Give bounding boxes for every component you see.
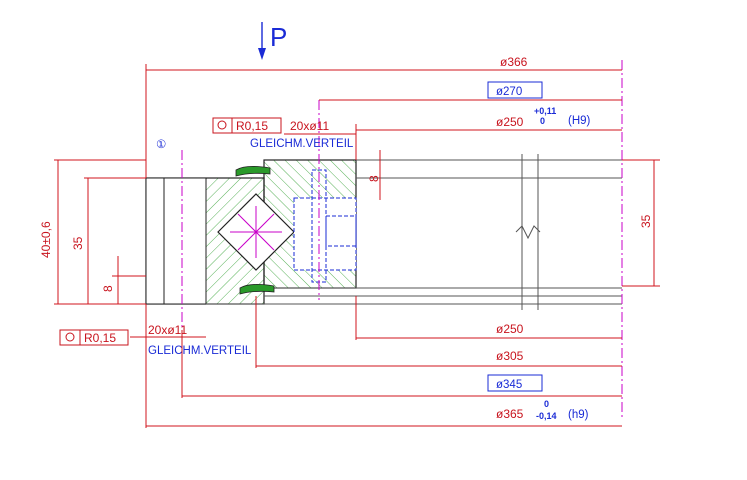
top-hole-distribution: GLEICHM.VERTEIL: [250, 138, 354, 150]
bottom-hole-pattern: 20xø11: [148, 323, 187, 337]
left-height-dimensions: 40±0,6 35 8: [39, 159, 146, 305]
marker-1: ①: [156, 139, 166, 151]
dim-250-bottom: ø250: [496, 322, 524, 336]
dim-270: ø270: [496, 86, 522, 98]
dim-366: ø366: [500, 55, 528, 69]
tol-upper: +0,11: [534, 106, 556, 116]
upper-seal: [235, 166, 271, 177]
bottom-position-tol: R0,15: [84, 331, 116, 345]
top-hole-pattern: 20xø11: [290, 119, 329, 133]
dim-left-35: 35: [71, 236, 85, 250]
dim-305: ø305: [496, 349, 524, 363]
load-label: P: [270, 22, 287, 52]
tol-lower: 0: [540, 116, 545, 126]
dim-345: ø345: [496, 379, 522, 391]
right-height-dimensions: 35 8: [367, 150, 660, 287]
tol365-upper: 0: [544, 399, 549, 409]
dim-right-8: 8: [367, 175, 381, 182]
dim-250-top: ø250: [496, 115, 524, 129]
dim-right-35: 35: [639, 214, 653, 228]
bottom-hole-callout: R0,15 20xø11 GLEICHM.VERTEIL: [59, 323, 252, 357]
dim-365: ø365: [496, 407, 524, 421]
tol365-lower: -0,14: [536, 411, 557, 421]
dim-overall-height: 40±0,6: [39, 221, 53, 258]
bottom-dimensions: ø250 ø305 ø345 ø365 0 -0,14 (h9): [145, 296, 622, 428]
fit-h9-lower: (h9): [568, 409, 589, 421]
bottom-hole-distribution: GLEICHM.VERTEIL: [148, 345, 252, 357]
fit-h9-upper: (H9): [568, 115, 591, 127]
dim-left-8: 8: [101, 285, 115, 292]
top-dimensions: ø366 ø270 ø250 +0,11 0 (H9) R0,15 20xø11…: [145, 55, 622, 178]
top-position-tol: R0,15: [236, 119, 268, 133]
ring-section: [145, 60, 623, 420]
lower-seal: [239, 284, 275, 295]
load-arrow: P: [258, 22, 287, 60]
